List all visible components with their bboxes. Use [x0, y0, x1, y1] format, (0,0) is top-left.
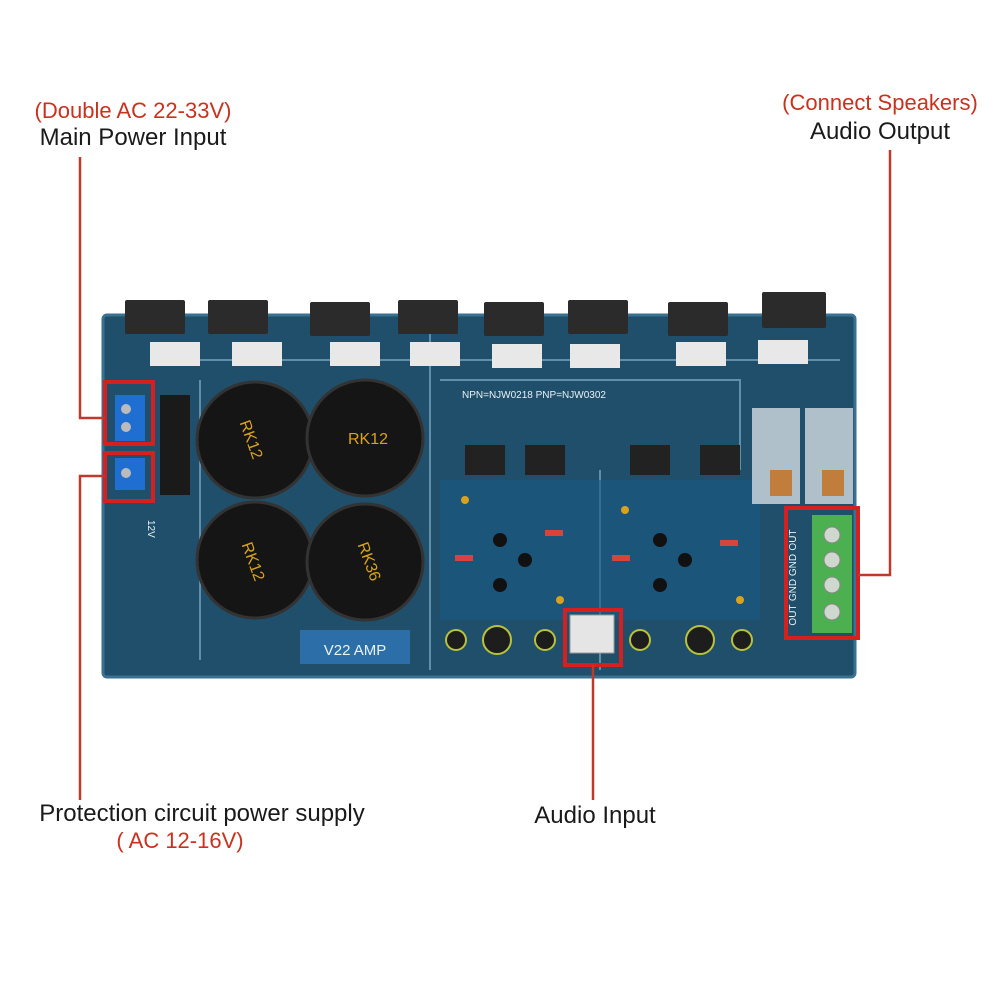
audio-input-title: Audio Input [534, 802, 656, 829]
silkscreen-title: V22 AMP [324, 642, 387, 659]
terminal-label-4: OUT [788, 604, 799, 625]
protection-power-terminal [115, 458, 145, 490]
main-power-title: Main Power Input [39, 124, 227, 151]
cap-mark-2: RK12 [348, 431, 388, 448]
audio-output-title: Audio Output [809, 118, 951, 145]
filter-capacitors: RK12 RK12 RK12 RK36 [195, 378, 425, 622]
protection-title: Protection circuit power supply [39, 800, 365, 827]
voltage-mark: 12V [145, 520, 156, 538]
amp-channels [440, 445, 760, 655]
output-terminal-block: OUT GND GND OUT [788, 515, 852, 633]
audio-input-connector [569, 614, 615, 654]
terminal-label-3: GND [788, 579, 799, 601]
terminal-label-2: GND [788, 554, 799, 576]
protection-note: ( AC 12-16V) [116, 828, 244, 853]
main-power-note: (Double AC 22-33V) [34, 98, 232, 123]
audio-output-note: (Connect Speakers) [782, 90, 978, 115]
callout-lines [78, 150, 892, 800]
transistor-note: NPN=NJW0218 PNP=NJW0302 [462, 390, 606, 401]
main-power-terminal [115, 395, 145, 441]
power-transistors [125, 292, 826, 368]
terminal-label-1: OUT [788, 529, 799, 550]
